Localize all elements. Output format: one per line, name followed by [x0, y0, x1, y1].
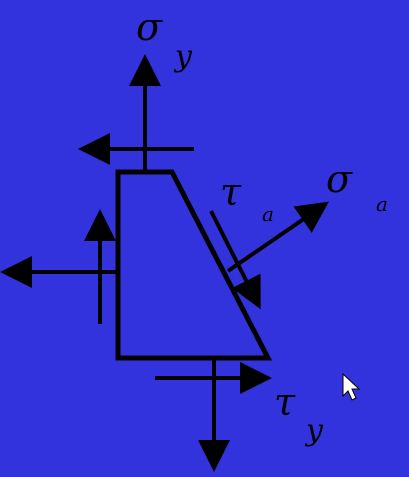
tau-a-label: τ: [220, 170, 242, 214]
sigma-a-label: σ: [326, 157, 353, 201]
tau-y-subscript: y: [304, 413, 324, 448]
sigma-y-subscript: y: [173, 39, 193, 74]
sigma-a-arrow: [226, 201, 329, 273]
sigma-a-subscript: a: [376, 192, 388, 216]
sigma-y-label: σ: [136, 5, 163, 49]
stress-element-outline: [115, 169, 273, 361]
mouse-pointer-icon: [342, 372, 361, 401]
tau-a-arrow: [209, 210, 261, 310]
tau-y-label: τ: [274, 380, 296, 424]
tau-a-subscript: a: [262, 202, 274, 226]
